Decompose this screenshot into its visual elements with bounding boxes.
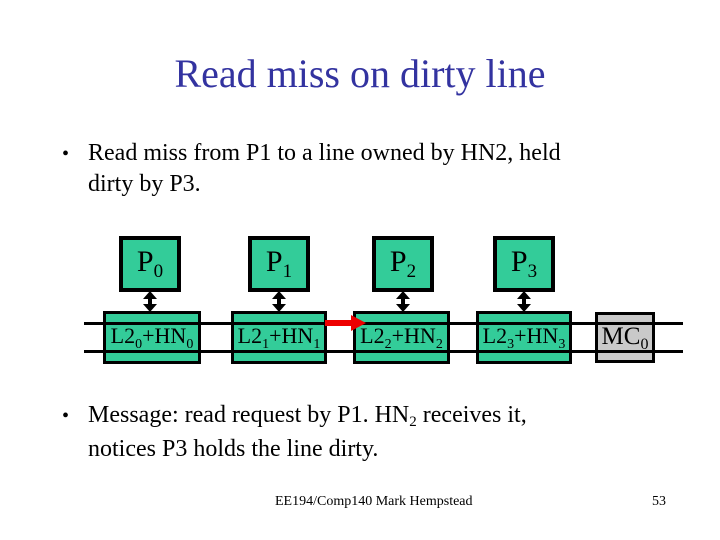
l2-hn-label: L21+HN1 xyxy=(237,322,321,352)
slide-title: Read miss on dirty line xyxy=(174,51,546,96)
memory-controller-box: MC0 xyxy=(595,312,655,363)
bus-line-top xyxy=(84,322,683,325)
processor-label: P2 xyxy=(389,245,417,283)
bullet-marker: • xyxy=(62,143,70,165)
bullet2-line1-subscript: 2 xyxy=(409,414,417,430)
l2-hn-label: L22+HN2 xyxy=(360,322,443,352)
bullet1-line2: dirty by P3. xyxy=(88,171,201,197)
l2-hn-box-2: L22+HN2 xyxy=(353,311,450,364)
bullet-item-2: • Message: read request by P1. HN2 recei… xyxy=(62,400,662,465)
l2-hn-label: L23+HN3 xyxy=(482,322,566,352)
double-arrow-icon xyxy=(517,291,531,312)
bullet2-line1-pre: Message: read request by P1. HN xyxy=(88,402,410,428)
processor-box-p0: P0 xyxy=(119,236,181,292)
processor-box-p3: P3 xyxy=(493,236,555,292)
processor-box-p2: P2 xyxy=(372,236,434,292)
bullet1-line1: Read miss from P1 to a line owned by HN2… xyxy=(88,140,561,166)
l2-hn-label: L20+HN0 xyxy=(110,322,194,352)
bullet2-line1-post: receives it, xyxy=(416,402,527,428)
bullet1-text: Read miss from P1 to a line owned by HN2… xyxy=(88,138,662,200)
bus-line-bottom xyxy=(84,350,683,353)
bullet-item-1: • Read miss from P1 to a line owned by H… xyxy=(62,138,662,200)
page-number: 53 xyxy=(652,494,666,509)
processor-box-p1: P1 xyxy=(248,236,310,292)
processor-label: P0 xyxy=(136,245,164,283)
l2-hn-box-0: L20+HN0 xyxy=(103,311,201,364)
memory-controller-label: MC0 xyxy=(601,322,649,353)
l2-hn-box-3: L23+HN3 xyxy=(476,311,572,364)
processor-label: P3 xyxy=(510,245,538,283)
double-arrow-icon xyxy=(272,291,286,312)
double-arrow-icon xyxy=(396,291,410,312)
processor-label: P1 xyxy=(265,245,293,283)
bullet2-line2: notices P3 holds the line dirty. xyxy=(88,436,379,462)
footer-course-label: EE194/Comp140 Mark Hempstead xyxy=(275,494,473,509)
read-request-arrow-icon xyxy=(325,315,366,331)
l2-hn-box-1: L21+HN1 xyxy=(231,311,327,364)
double-arrow-icon xyxy=(143,291,157,312)
bullet2-text: Message: read request by P1. HN2 receive… xyxy=(88,400,662,465)
bullet-marker: • xyxy=(62,405,70,427)
